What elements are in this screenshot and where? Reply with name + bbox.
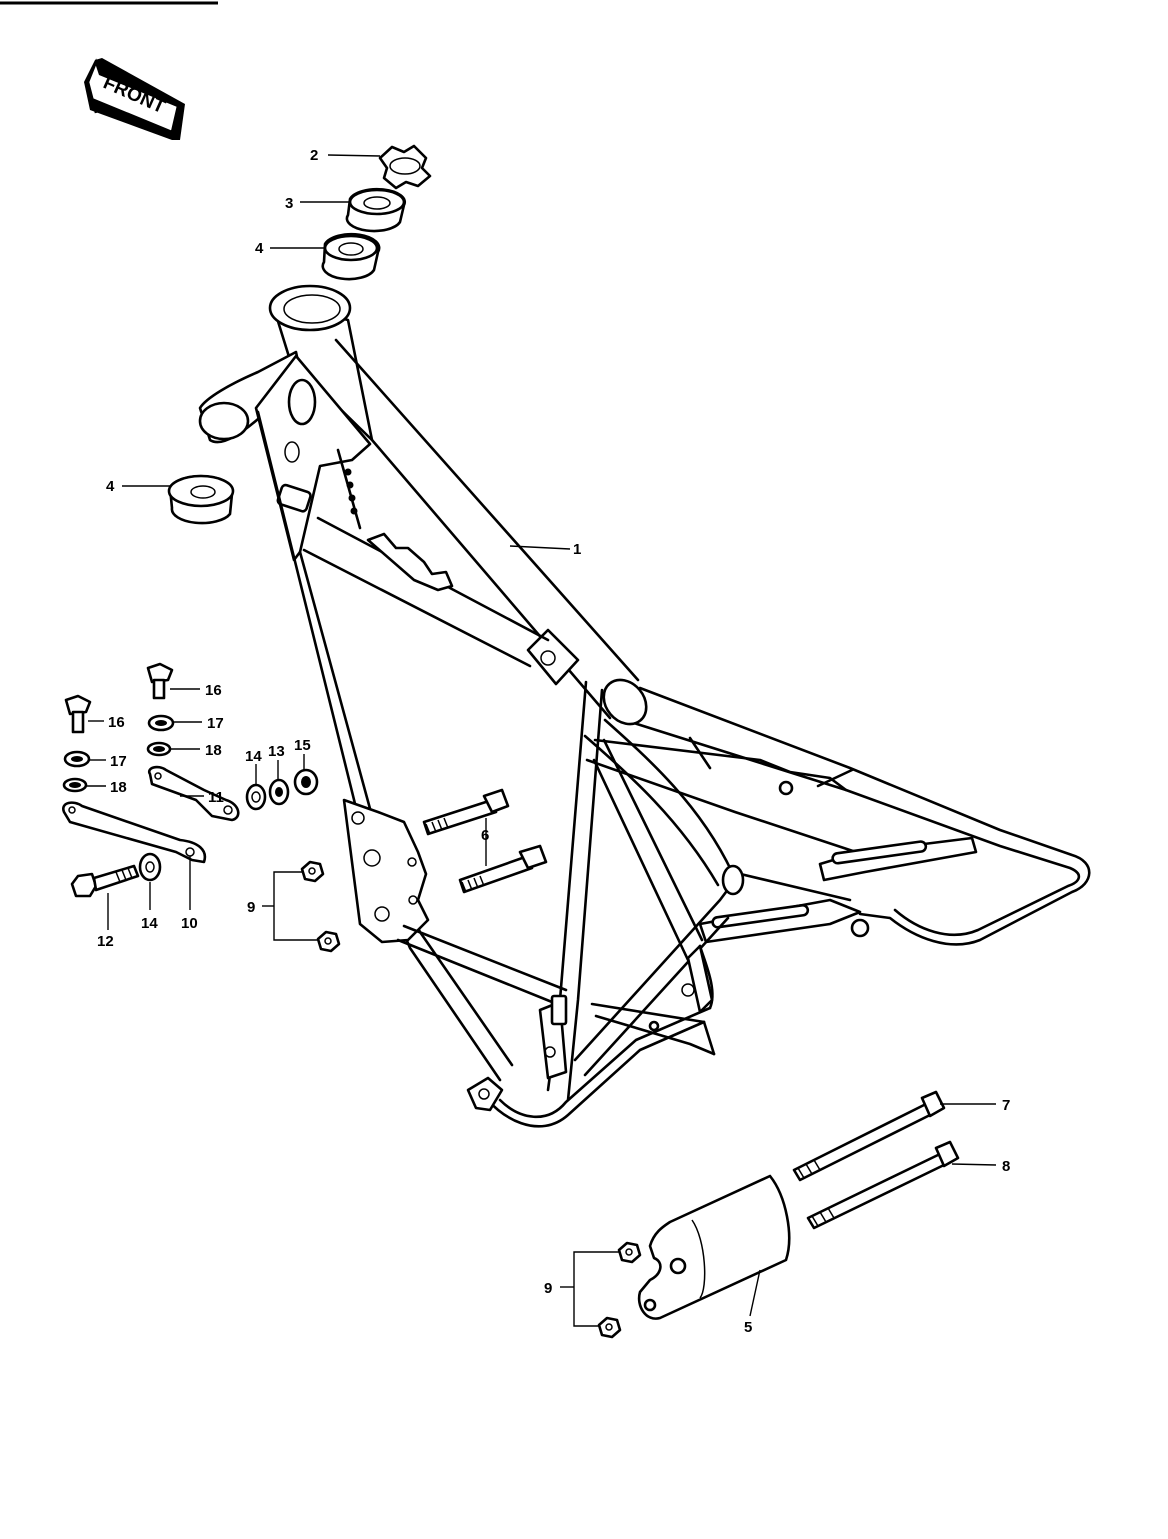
part-17-washer-a — [147, 714, 175, 732]
part-2-steering-stem-cap — [378, 144, 432, 190]
callout-3: 3 — [285, 195, 293, 212]
leader-lines — [86, 154, 997, 1327]
callout-17-upper: 17 — [207, 715, 224, 732]
front-direction-arrow-icon: FRONT — [84, 58, 185, 140]
part-15-nut — [293, 768, 319, 796]
part-17-washer-b — [63, 750, 91, 768]
part-1-frame — [198, 284, 1091, 1128]
callout-18-upper: 18 — [205, 742, 222, 759]
part-18-washer-a — [146, 741, 172, 757]
part-10-stay-bar — [62, 801, 207, 864]
part-8-long-bolt — [806, 1140, 960, 1230]
part-13-washer — [268, 778, 290, 806]
part-4-bearing-race-lower — [167, 474, 235, 525]
part-18-washer-b — [62, 777, 88, 793]
callout-17-lower: 17 — [110, 753, 127, 770]
callout-12: 12 — [97, 933, 114, 950]
callout-13: 13 — [268, 743, 285, 760]
callout-10: 10 — [181, 915, 198, 932]
callout-14-lower: 14 — [141, 915, 158, 932]
part-7-long-bolt — [792, 1090, 946, 1182]
callout-labels: 1 2 3 4 4 5 6 7 8 9 9 10 11 12 13 14 14 … — [97, 147, 1010, 1336]
callout-1: 1 — [573, 541, 581, 558]
part-9-nut-group-upper — [300, 860, 341, 953]
callout-14-upper: 14 — [245, 748, 262, 765]
callout-16-lower: 16 — [108, 714, 125, 731]
callout-8: 8 — [1002, 1158, 1010, 1175]
callout-5: 5 — [744, 1319, 752, 1336]
part-14-washer-a — [245, 783, 267, 811]
callout-18-lower: 18 — [110, 779, 127, 796]
callout-4-lower: 4 — [106, 478, 115, 495]
callout-9-upper: 9 — [247, 899, 255, 916]
part-6-engine-mount-bolts — [422, 788, 548, 894]
callout-9-lower: 9 — [544, 1280, 552, 1297]
part-11-bracket — [147, 765, 240, 822]
callout-7: 7 — [1002, 1097, 1010, 1114]
callout-2: 2 — [310, 147, 318, 164]
part-5-skid-plate — [637, 1174, 791, 1320]
part-3-bearing-race — [345, 187, 406, 233]
callout-6: 6 — [481, 827, 489, 844]
callout-16-upper: 16 — [205, 682, 222, 699]
callout-4-upper: 4 — [255, 240, 264, 257]
part-16-bolt-b — [64, 694, 92, 734]
part-4-bearing-race-upper — [321, 232, 381, 281]
callout-11: 11 — [208, 789, 224, 806]
part-16-bolt-a — [146, 662, 174, 700]
part-9-nut-group-lower — [597, 1241, 642, 1339]
part-14-washer-b — [138, 852, 162, 882]
callout-15: 15 — [294, 737, 311, 754]
part-12-bolt — [70, 864, 140, 898]
